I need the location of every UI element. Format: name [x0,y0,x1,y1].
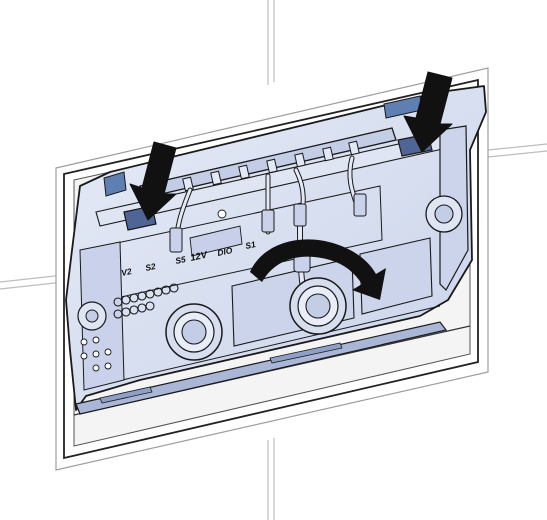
label-v2: V2 [120,266,133,278]
down-arrow-icon [403,71,453,153]
rail-connectors [182,140,360,192]
label-dio: DIO [216,245,233,258]
label-s1: S1 [244,239,257,251]
drain-fittings [77,195,463,361]
label-s2: S2 [144,261,157,273]
curved-arrow-icon [250,239,386,300]
coiled-cable [113,283,179,319]
down-arrow-icon [129,141,177,221]
small-holes [80,209,227,372]
label-s5: S5 [174,254,187,266]
label-12v: 12V [189,250,208,264]
panel-labels: V2 S2 S5 12V DIO S1 [120,239,257,278]
